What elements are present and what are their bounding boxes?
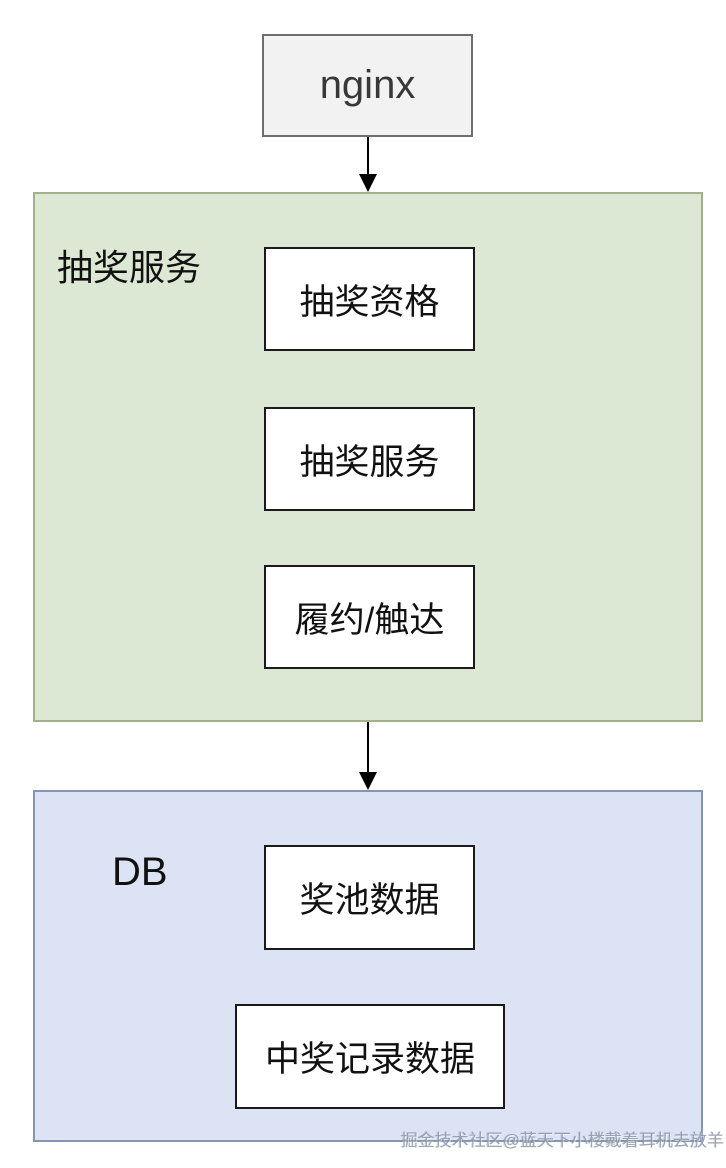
node-nginx: nginx	[262, 34, 473, 137]
node-lottery-service: 抽奖服务	[264, 407, 475, 511]
group-lottery-service: 抽奖服务 抽奖资格 抽奖服务 履约/触达	[33, 192, 703, 722]
arrow-line	[367, 137, 369, 176]
node-prize-pool-data: 奖池数据	[264, 845, 475, 950]
connector-lottery-to-db	[359, 722, 377, 790]
arrow-line	[367, 722, 369, 774]
watermark: 掘金技术社区@蓝天下小楼戴着耳机去放羊	[400, 1131, 724, 1150]
arrow-head-icon	[359, 772, 377, 790]
arrow-head-icon	[359, 174, 377, 192]
node-winning-record-data: 中奖记录数据	[235, 1004, 505, 1109]
node-lottery-qualification: 抽奖资格	[264, 247, 475, 351]
connector-nginx-to-lottery	[359, 137, 377, 192]
group-db: DB 奖池数据 中奖记录数据	[33, 790, 703, 1142]
node-fulfillment-reach: 履约/触达	[264, 565, 475, 669]
group-lottery-title: 抽奖服务	[57, 247, 202, 288]
group-db-title: DB	[112, 850, 168, 894]
